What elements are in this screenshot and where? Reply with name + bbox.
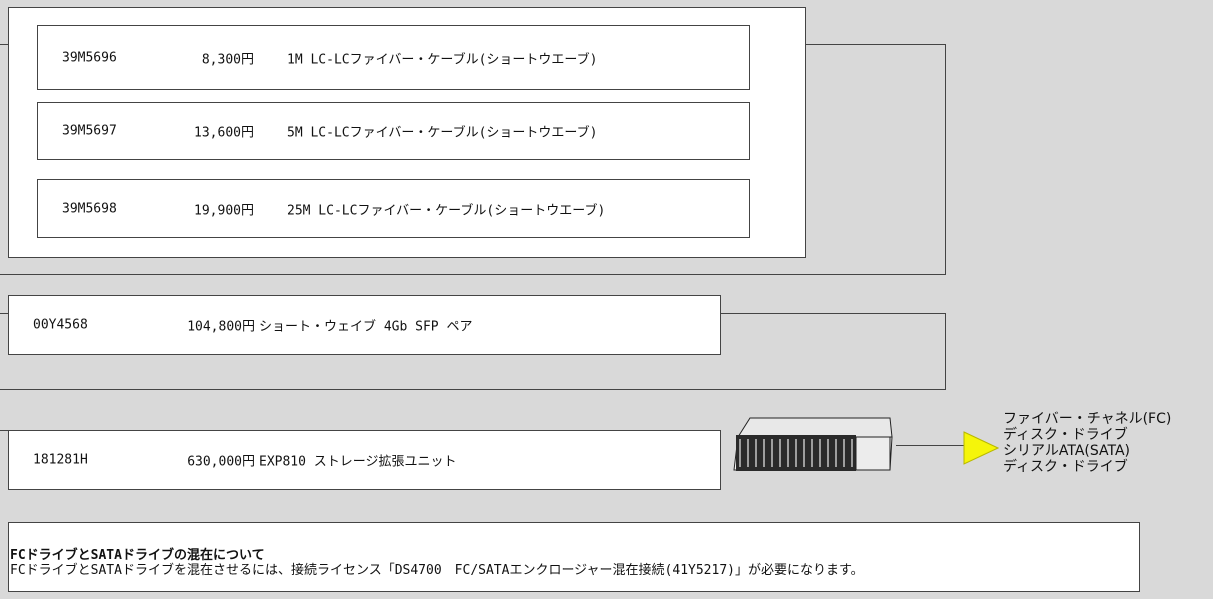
note-title: FCドライブとSATAドライブの混在について [10,548,265,563]
mixed-drive-note: FCドライブとSATAドライブの混在について FCドライブとSATAドライブを混… [8,522,1140,592]
sfp-row: 00Y4568 104,800円 ショート・ウェイブ 4Gb SFP ペア [8,295,721,355]
description: 5M LC-LCファイバー・ケーブル(ショートウエーブ) [287,125,598,141]
connector-line-right [896,445,964,446]
note-text: FCドライブとSATAドライブを混在させるには、接続ライセンス「DS4700 F… [10,563,864,578]
drive-label-line-1: ファイバー・チャネル(FC) [1003,411,1172,427]
cable-row-3: 39M5698 19,900円 25M LC-LCファイバー・ケーブル(ショート… [37,179,750,238]
drive-label-line-4: ディスク・ドライブ [1003,459,1128,475]
part-number: 39M5696 [62,50,117,65]
description: 1M LC-LCファイバー・ケーブル(ショートウエーブ) [287,52,598,67]
expansion-row: 181281H 630,000円 EXP810 ストレージ拡張ユニット [8,430,721,490]
part-number: 39M5698 [62,201,117,216]
part-number: 181281H [33,452,88,468]
price: 19,900円 [194,203,254,218]
connector-line-left [0,430,10,431]
pointer-arrow-icon [963,431,999,465]
price: 13,600円 [194,125,254,141]
price: 630,000円 [187,454,255,470]
price: 8,300円 [201,52,254,67]
cable-row-1: 39M5696 8,300円 1M LC-LCファイバー・ケーブル(ショートウエ… [37,25,750,90]
description: EXP810 ストレージ拡張ユニット [259,454,457,470]
part-number: 00Y4568 [33,317,88,333]
drive-label-line-3: シリアルATA(SATA) [1003,443,1130,459]
price: 104,800円 [187,319,255,335]
cable-row-2: 39M5697 13,600円 5M LC-LCファイバー・ケーブル(ショートウ… [37,102,750,160]
part-number: 39M5697 [62,123,117,139]
drive-label-line-2: ディスク・ドライブ [1003,427,1128,443]
description: ショート・ウェイブ 4Gb SFP ペア [259,319,473,335]
description: 25M LC-LCファイバー・ケーブル(ショートウエーブ) [287,203,606,218]
storage-unit-image [733,417,893,471]
drive-type-label: ファイバー・チャネル(FC) ディスク・ドライブ シリアルATA(SATA) デ… [1003,411,1171,475]
